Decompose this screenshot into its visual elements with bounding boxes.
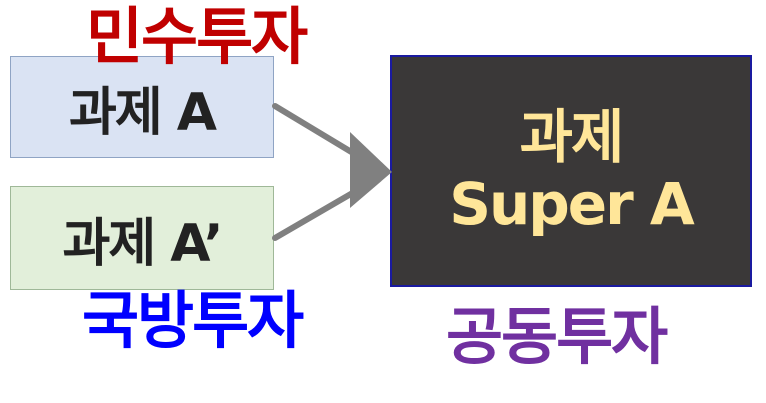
task-super-a-line1: 과제 — [519, 103, 625, 172]
arrow-from-task-a-prime — [272, 181, 371, 241]
defense-investment-label: 국방투자 — [82, 284, 304, 357]
arrow-head — [350, 132, 392, 208]
task-a-label: 과제 A — [68, 82, 217, 143]
task-a-box: 과제 A — [10, 56, 274, 158]
arrow-from-task-a — [272, 103, 371, 165]
private-investment-label: 민수투자 — [86, 0, 308, 73]
task-a-prime-box: 과제 A’ — [10, 186, 274, 290]
joint-investment-label: 공동투자 — [446, 300, 668, 373]
task-a-prime-label: 과제 A’ — [62, 213, 223, 274]
task-super-a-line2: Super A — [449, 170, 695, 238]
task-super-a-box: 과제 Super A — [390, 55, 752, 287]
